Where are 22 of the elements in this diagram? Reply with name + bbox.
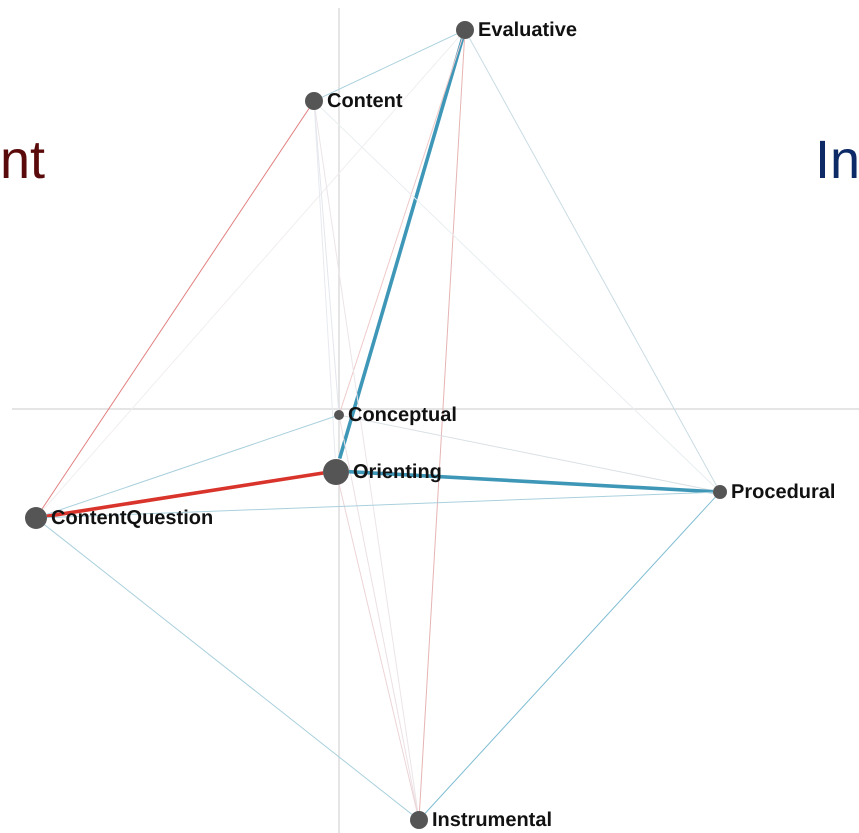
node-label: Evaluative [478, 18, 577, 42]
network-edge [42, 36, 460, 510]
network-edge [42, 108, 310, 510]
node-label: Content [327, 89, 403, 113]
node-label: Procedural [731, 480, 836, 504]
network-edge [338, 483, 418, 812]
network-edge [419, 38, 465, 812]
node-label: Instrumental [432, 808, 552, 832]
network-edge [44, 524, 412, 815]
network-edge [314, 109, 336, 459]
network-edge [46, 471, 324, 518]
network-edge [322, 33, 458, 98]
group-label: In [815, 130, 859, 190]
network-edge [468, 37, 718, 486]
network-edge [314, 109, 418, 812]
network-edge [46, 492, 714, 518]
network-edge [320, 106, 716, 488]
group-label: nt [0, 130, 46, 190]
network-edge [339, 419, 418, 812]
node-label: ContentQuestion [51, 506, 214, 530]
network-edge [424, 496, 716, 814]
network-edge [46, 416, 335, 515]
